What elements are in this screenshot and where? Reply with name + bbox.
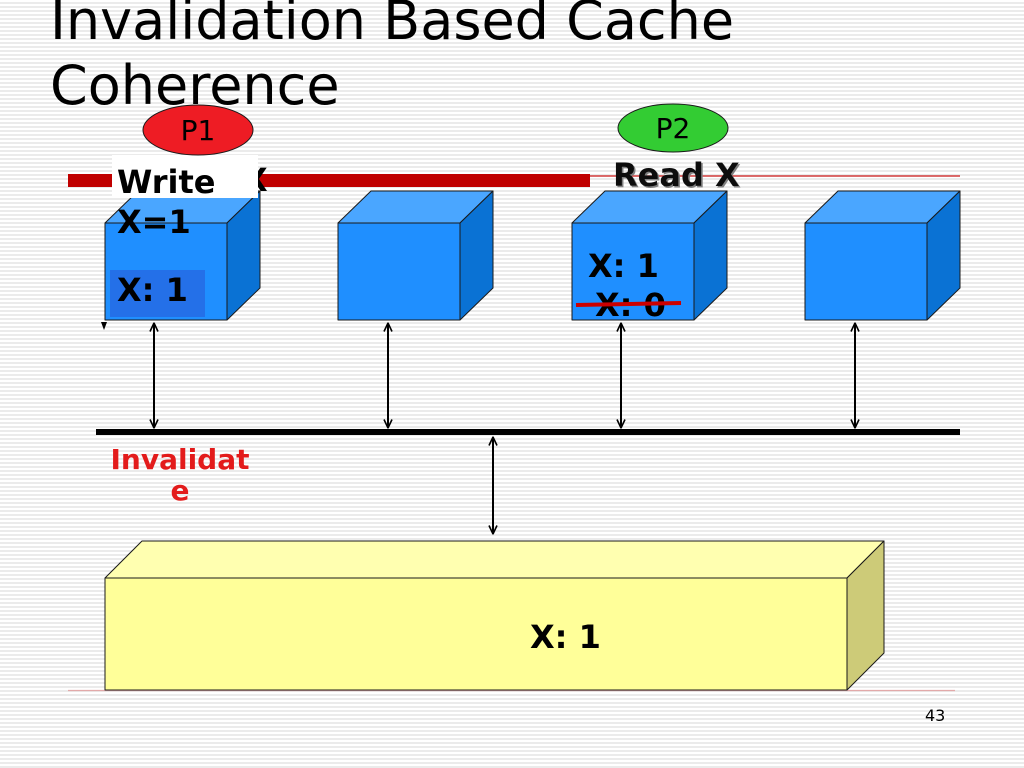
cache-3-entry-current: X: 1 — [588, 247, 659, 285]
slide-number: 43 — [925, 706, 945, 725]
processor-p1-oval — [142, 104, 254, 156]
read-label: Read X — [613, 156, 740, 194]
cache-3-stale-strikethrough — [575, 301, 682, 307]
cache-3: X: 1 X: 0 — [571, 190, 728, 324]
memory-entry: X: 1 — [530, 618, 601, 656]
processor-p2-label: P2 — [656, 112, 691, 145]
small-pointer-triangle-icon — [101, 322, 107, 330]
processor-p2: P2 — [617, 103, 729, 153]
processor-p2-oval — [617, 103, 729, 153]
processor-p1-label: P1 — [181, 114, 216, 147]
write-label-line-1: Write — [117, 163, 215, 201]
invalidate-label-line-1: Invalidat — [110, 443, 249, 476]
write-label-line-2: X=1 — [117, 203, 191, 241]
main-memory: X: 1 — [104, 540, 885, 691]
cache-1-entry: X: 1 — [117, 271, 188, 309]
cache-4-front-face — [804, 222, 928, 321]
slide-title-line-1: Invalidation Based Cache — [50, 0, 734, 52]
invalidate-label-line-1-text: Invalidat — [110, 443, 249, 476]
memory-front-face — [104, 577, 848, 691]
cache-4 — [804, 190, 961, 321]
cache-1-entry-highlight — [110, 270, 205, 317]
cache-2-front-face — [337, 222, 461, 321]
invalidate-label-line-2-text: e — [171, 474, 190, 507]
cache-2 — [337, 190, 494, 321]
processor-p1: P1 — [142, 104, 254, 156]
memory-top-face — [104, 540, 885, 579]
write-label-background — [112, 155, 258, 198]
invalidate-label-line-2: e — [171, 474, 190, 507]
cache-1: X: 1 — [104, 190, 261, 321]
